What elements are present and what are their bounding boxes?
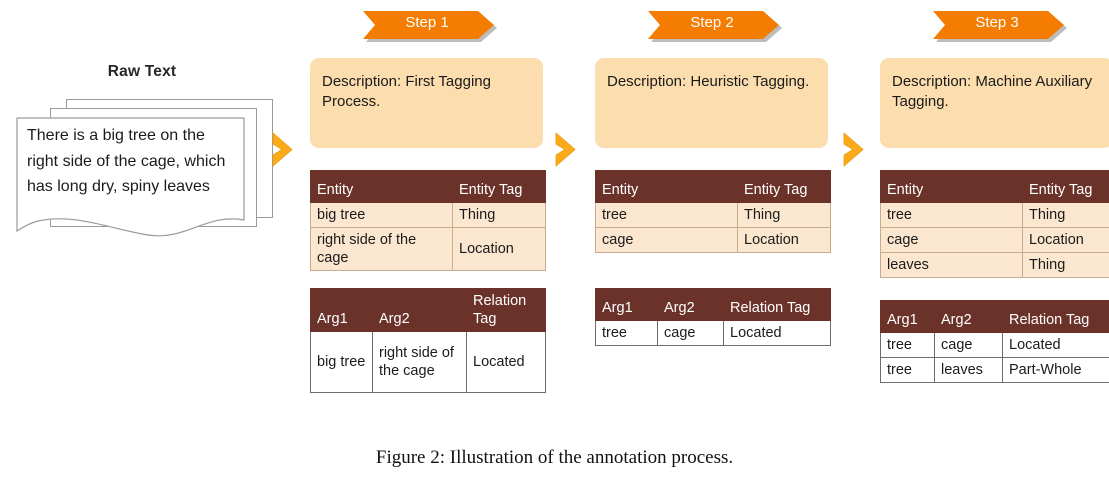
relation-table-1: Arg1 Arg2 Relation Tag big tree right si… [310, 288, 546, 393]
table-row: cage Location [880, 227, 1109, 253]
arg1-cell: tree [880, 357, 935, 383]
entity-cell: right side of the cage [310, 227, 453, 271]
entity-table-2: Entity Entity Tag tree Thing cage Locati… [595, 170, 831, 253]
step-column-2: Step 2 Description: Heuristic Tagging. E… [585, 0, 838, 430]
table-row: big tree Thing [310, 202, 546, 228]
relation-table-2: Arg1 Arg2 Relation Tag tree cage Located [595, 288, 831, 346]
entity-cell: cage [880, 227, 1023, 253]
table-row: leaves Thing [880, 252, 1109, 278]
relation-tag-col-header: Relation Tag [723, 288, 831, 321]
entity-tag-cell: Thing [1022, 202, 1109, 228]
table-row: right side of the cage Location [310, 227, 546, 271]
entity-cell: cage [595, 227, 738, 253]
relation-table-3: Arg1 Arg2 Relation Tag tree cage Located… [880, 300, 1109, 383]
table-row: tree cage Located [595, 320, 831, 346]
raw-text-group: Raw Text There is a big tree on the righ… [8, 55, 276, 237]
document-sheet-front: There is a big tree on the right side of… [16, 117, 245, 237]
arg2-cell: cage [657, 320, 724, 346]
step-banner-1: Step 1 [360, 7, 500, 43]
step-banner-label-1: Step 1 [405, 14, 449, 31]
arg1-cell: tree [595, 320, 658, 346]
arg1-col-header: Arg1 [880, 300, 935, 333]
arrow-step1-to-step2-icon [553, 129, 587, 171]
entity-cell: leaves [880, 252, 1023, 278]
arg1-col-header: Arg1 [310, 288, 373, 332]
step-description-2: Description: Heuristic Tagging. [595, 58, 828, 148]
arg2-cell: leaves [934, 357, 1003, 383]
arg2-col-header: Arg2 [934, 300, 1003, 333]
step-column-1: Step 1 Description: First Tagging Proces… [300, 0, 553, 430]
step-description-1: Description: First Tagging Process. [310, 58, 543, 148]
entity-table-3: Entity Entity Tag tree Thing cage Locati… [880, 170, 1109, 278]
relation-tag-cell: Part-Whole [1002, 357, 1109, 383]
relation-tag-cell: Located [723, 320, 831, 346]
entity-tag-cell: Location [737, 227, 831, 253]
entity-tag-cell: Location [452, 227, 546, 271]
step-column-3: Step 3 Description: Machine Auxiliary Ta… [870, 0, 1109, 430]
entity-cell: tree [595, 202, 738, 228]
entity-cell: tree [880, 202, 1023, 228]
step-banner-2: Step 2 [645, 7, 785, 43]
arg1-col-header: Arg1 [595, 288, 658, 321]
entity-tag-cell: Location [1022, 227, 1109, 253]
arg1-cell: big tree [310, 331, 373, 393]
arrow-raw-to-step1-icon [270, 129, 304, 171]
relation-tag-col-header: Relation Tag [1002, 300, 1109, 333]
table-row: tree Thing [595, 202, 831, 228]
entity-tag-cell: Thing [452, 202, 546, 228]
table-row: tree leaves Part-Whole [880, 357, 1109, 383]
figure-caption: Figure 2: Illustration of the annotation… [375, 447, 734, 468]
entity-col-header: Entity [880, 170, 1023, 203]
relation-table-header-row: Arg1 Arg2 Relation Tag [310, 288, 546, 332]
entity-tag-col-header: Entity Tag [737, 170, 831, 203]
table-row: tree Thing [880, 202, 1109, 228]
table-row: big tree right side of the cage Located [310, 331, 546, 393]
document-shape-icon [16, 117, 245, 237]
arg2-col-header: Arg2 [657, 288, 724, 321]
relation-tag-cell: Located [466, 331, 546, 393]
relation-tag-col-header: Relation Tag [466, 288, 546, 332]
relation-table-header-row: Arg1 Arg2 Relation Tag [880, 300, 1109, 333]
arg2-cell: cage [934, 332, 1003, 358]
arrow-step2-to-step3-icon [841, 129, 875, 171]
raw-text-body: There is a big tree on the right side of… [27, 127, 226, 195]
step-banner-3: Step 3 [930, 7, 1070, 43]
entity-col-header: Entity [310, 170, 453, 203]
arg1-cell: tree [880, 332, 935, 358]
entity-tag-cell: Thing [1022, 252, 1109, 278]
relation-tag-cell: Located [1002, 332, 1109, 358]
raw-text-title: Raw Text [107, 63, 177, 80]
entity-cell: big tree [310, 202, 453, 228]
step-banner-label-3: Step 3 [975, 14, 1019, 31]
entity-table-header-row: Entity Entity Tag [880, 170, 1109, 203]
relation-table-header-row: Arg1 Arg2 Relation Tag [595, 288, 831, 321]
entity-tag-col-header: Entity Tag [1022, 170, 1109, 203]
entity-table-1: Entity Entity Tag big tree Thing right s… [310, 170, 546, 271]
entity-tag-cell: Thing [737, 202, 831, 228]
step-banner-label-2: Step 2 [690, 14, 734, 31]
table-row: cage Location [595, 227, 831, 253]
arg2-col-header: Arg2 [372, 288, 467, 332]
entity-col-header: Entity [595, 170, 738, 203]
arg2-cell: right side of the cage [372, 331, 467, 393]
entity-tag-col-header: Entity Tag [452, 170, 546, 203]
entity-table-header-row: Entity Entity Tag [310, 170, 546, 203]
entity-table-header-row: Entity Entity Tag [595, 170, 831, 203]
table-row: tree cage Located [880, 332, 1109, 358]
step-description-3: Description: Machine Auxiliary Tagging. [880, 58, 1109, 148]
